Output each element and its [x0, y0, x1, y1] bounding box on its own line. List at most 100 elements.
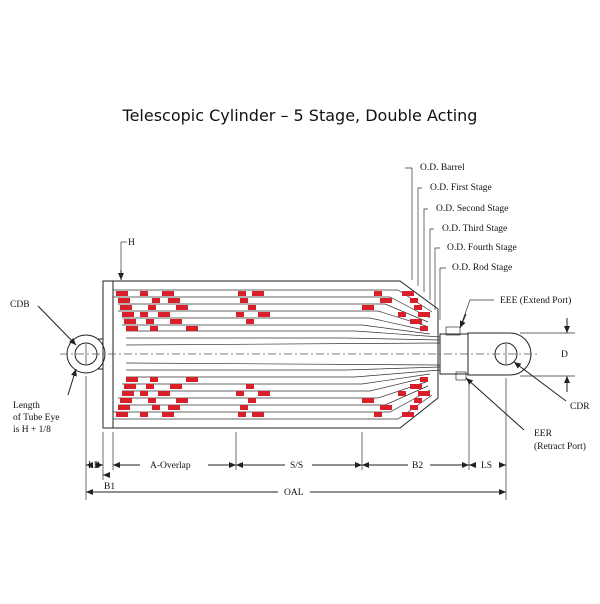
eee-leader — [459, 299, 494, 329]
seal-mark — [146, 384, 154, 389]
label-od-barrel: O.D. Barrel — [420, 163, 465, 173]
seal-mark — [420, 377, 428, 382]
seal-mark — [170, 319, 182, 324]
seal-mark — [246, 319, 254, 324]
label-a-overlap: A-Overlap — [150, 461, 191, 471]
label-h: H — [128, 238, 135, 248]
seal-mark — [410, 405, 418, 410]
barrel-outline — [113, 280, 439, 429]
seal-mark — [158, 391, 170, 396]
seal-mark — [236, 312, 244, 317]
seal-mark — [122, 391, 134, 396]
seal-mark — [126, 326, 138, 331]
rod-eye — [467, 332, 532, 376]
rod-top-edge — [125, 342, 441, 346]
extend-port-fitting — [445, 326, 461, 336]
seal-mark — [252, 412, 264, 417]
label-od-rod-stage: O.D. Rod Stage — [452, 263, 512, 273]
seal-mark — [150, 326, 158, 331]
seal-mark — [374, 412, 382, 417]
seal-mark — [162, 291, 174, 296]
seal-mark — [148, 305, 156, 310]
seal-mark — [150, 377, 158, 382]
seal-mark — [402, 412, 414, 417]
seal-mark — [168, 405, 180, 410]
seal-mark — [146, 319, 154, 324]
seal-mark — [116, 291, 128, 296]
seal-mark — [252, 291, 264, 296]
base-end-plate — [102, 280, 114, 429]
seal-mark — [176, 398, 188, 403]
seal-mark — [380, 405, 392, 410]
label-d: D — [561, 350, 568, 360]
seal-mark — [176, 305, 188, 310]
label-eee: EEE (Extend Port) — [500, 295, 571, 306]
seal-mark — [186, 377, 198, 382]
diagram-title: Telescopic Cylinder – 5 Stage, Double Ac… — [122, 106, 478, 125]
seal-mark — [236, 391, 244, 396]
seal-mark — [418, 312, 430, 317]
seal-mark — [402, 291, 414, 296]
seal-markings — [116, 291, 430, 417]
label-od-second-stage: O.D. Second Stage — [436, 204, 508, 214]
seal-mark — [122, 312, 134, 317]
eer-leader — [465, 377, 525, 431]
seal-mark — [152, 298, 160, 303]
label-tube-eye-line3: is H + 1/8 — [13, 425, 51, 435]
seal-mark — [162, 412, 174, 417]
label-eer-retract: (Retract Port) — [534, 441, 586, 452]
seal-mark — [240, 405, 248, 410]
label-eer: EER — [534, 429, 553, 439]
seal-mark — [140, 291, 148, 296]
seal-mark — [374, 291, 382, 296]
cylinder-body — [60, 280, 540, 429]
label-od-fourth-stage: O.D. Fourth Stage — [447, 243, 517, 253]
seal-mark — [126, 377, 138, 382]
seal-mark — [140, 391, 148, 396]
seal-mark — [140, 312, 148, 317]
seal-mark — [240, 298, 248, 303]
seal-mark — [248, 305, 256, 310]
seal-mark — [362, 305, 374, 310]
seal-mark — [118, 405, 130, 410]
seal-mark — [398, 312, 406, 317]
seal-mark — [120, 398, 132, 403]
seal-mark — [140, 412, 148, 417]
seal-mark — [258, 391, 270, 396]
seal-mark — [410, 298, 418, 303]
label-b2: B2 — [412, 461, 423, 471]
seal-mark — [148, 398, 156, 403]
cdr-leader — [513, 361, 567, 402]
retract-port-fitting — [455, 371, 467, 381]
seal-mark — [124, 384, 136, 389]
seal-mark — [380, 298, 392, 303]
tube-eye-leader — [67, 368, 77, 396]
label-tube-eye-line1: Length — [13, 401, 40, 411]
seal-mark — [168, 298, 180, 303]
seal-mark — [414, 305, 422, 310]
seal-mark — [258, 312, 270, 317]
label-lb: LB — [88, 461, 100, 471]
label-oal: OAL — [284, 488, 304, 498]
seal-mark — [248, 398, 256, 403]
label-cdr: CDR — [570, 402, 590, 412]
seal-mark — [186, 326, 198, 331]
seal-mark — [238, 291, 246, 296]
seal-mark — [116, 412, 128, 417]
seal-mark — [246, 384, 254, 389]
bottom-dimensions — [85, 376, 507, 500]
seal-mark — [418, 391, 430, 396]
label-tube-eye-line2: of Tube Eye — [13, 412, 59, 423]
label-od-third-stage: O.D. Third Stage — [442, 224, 507, 234]
stage-leaders — [405, 167, 446, 320]
seal-mark — [362, 398, 374, 403]
label-ss: S/S — [290, 461, 303, 471]
seal-mark — [420, 326, 428, 331]
seal-mark — [410, 384, 422, 389]
seal-mark — [410, 319, 422, 324]
seal-mark — [414, 398, 422, 403]
label-cdb: CDB — [10, 300, 30, 310]
rod-bottom-edge — [125, 362, 441, 366]
